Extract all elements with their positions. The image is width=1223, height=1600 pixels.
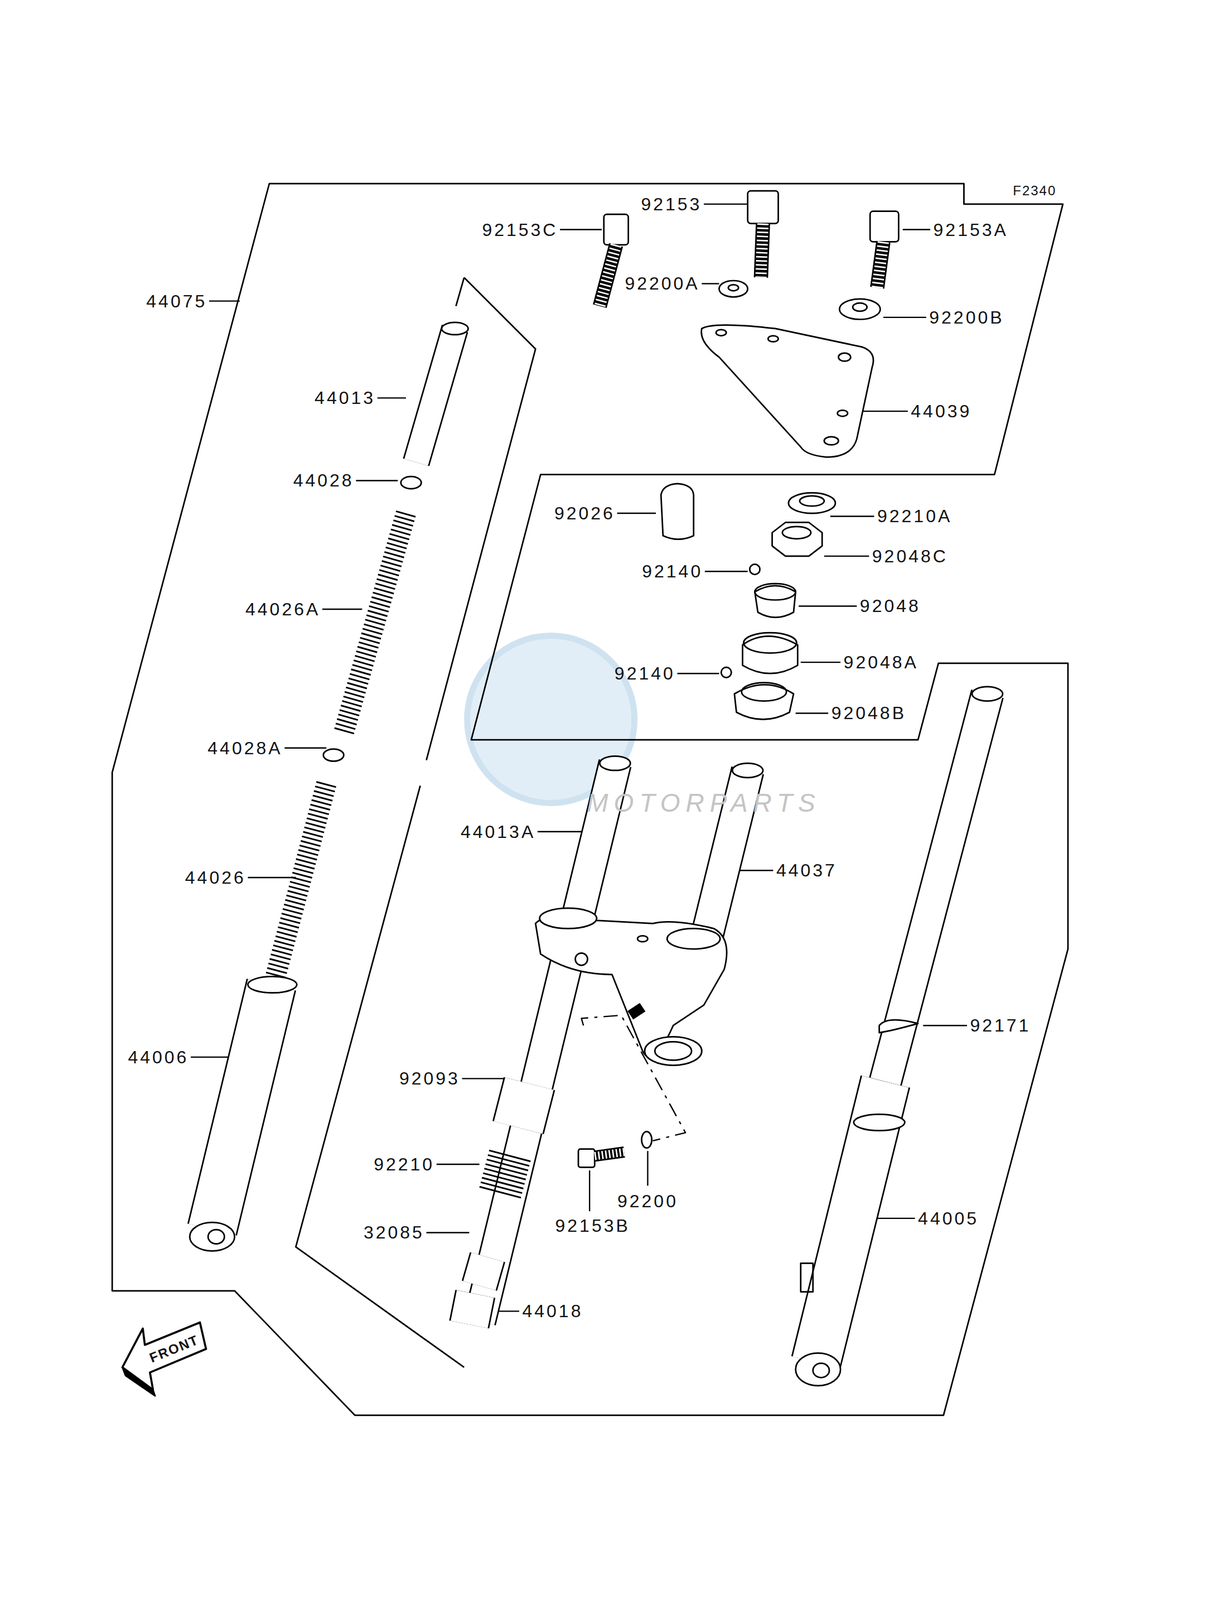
callout-number: 44028A xyxy=(207,738,283,757)
callout-number: 44005 xyxy=(917,1209,979,1227)
callout-number: 92048C xyxy=(872,547,949,565)
callout-number: 44039 xyxy=(910,402,972,420)
callout-number: 92093 xyxy=(399,1069,461,1087)
callout-number: 32085 xyxy=(363,1223,425,1241)
callout-number: 44037 xyxy=(776,861,838,879)
callout-number: 92153 xyxy=(640,195,702,214)
callout-number: 92171 xyxy=(969,1016,1031,1034)
callout-number: 44018 xyxy=(521,1301,583,1320)
callout-number: 92210A xyxy=(877,506,952,525)
callout-number: 92153B xyxy=(554,1216,630,1235)
callout-number: 92200 xyxy=(617,1191,679,1210)
callout-number: 44026A xyxy=(245,600,321,618)
watermark: MOTORPARTS xyxy=(586,789,821,816)
callout-number: 92048A xyxy=(843,653,919,671)
callout-number: 44028 xyxy=(293,471,355,490)
callout-number: 92210 xyxy=(373,1154,435,1173)
callout-number: 44013 xyxy=(314,388,376,407)
callout-number: 92140 xyxy=(641,562,703,580)
callout-number: 92048 xyxy=(859,596,921,615)
callout-number: 44013A xyxy=(460,822,536,841)
callout-number: 92200B xyxy=(929,308,1004,327)
callout-number: 92153C xyxy=(481,220,558,239)
callout-number: 44006 xyxy=(127,1047,189,1066)
callout-number: 92153A xyxy=(933,220,1009,239)
drawing-number: F2340 xyxy=(1012,184,1057,198)
callout-number: 44026 xyxy=(185,868,246,887)
callout-number: 44075 xyxy=(146,292,207,311)
callout-number: 92026 xyxy=(554,504,616,522)
callout-number: 92048B xyxy=(831,703,907,722)
callout-number: 92140 xyxy=(614,664,676,683)
callout-number: 92200A xyxy=(624,274,700,293)
